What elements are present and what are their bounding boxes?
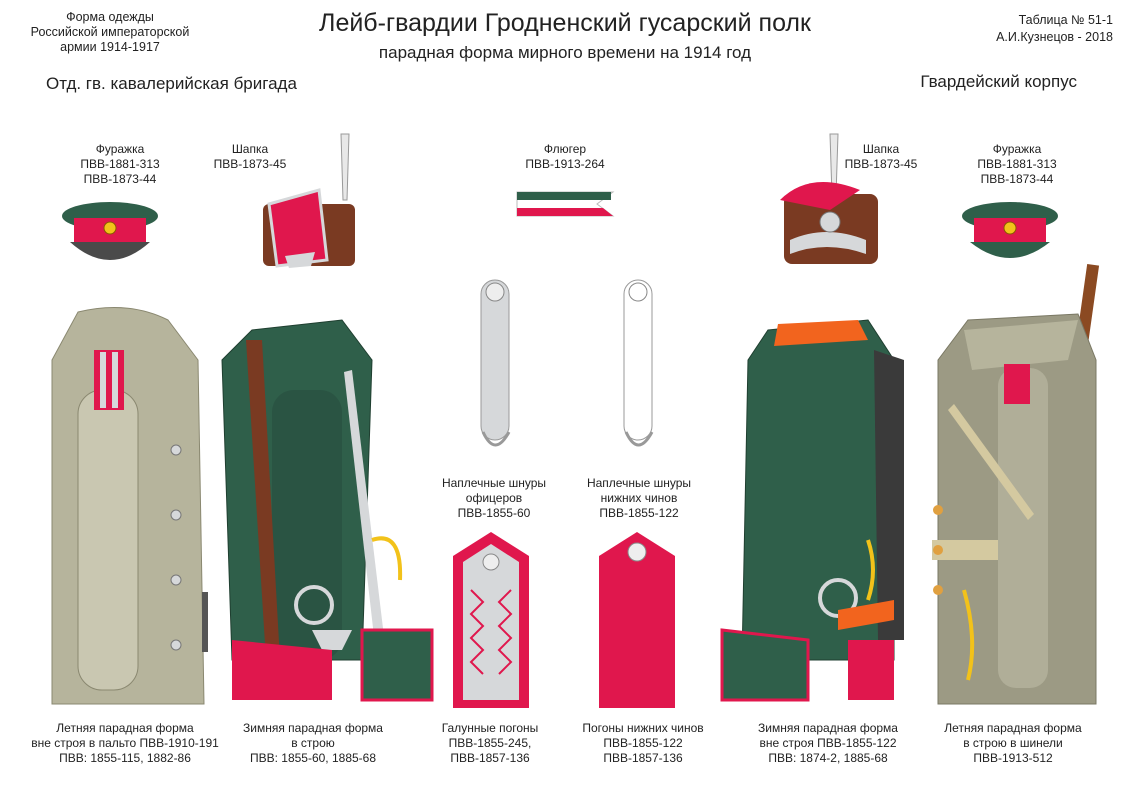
label-line: ПВВ-1881-313 [977, 157, 1057, 171]
label-line: Шапка [231, 142, 269, 156]
header-left-line: Форма одежды [66, 10, 154, 24]
caption-line: Зимняя парадная форма [758, 721, 898, 735]
peaked-cap-right-illustration [962, 202, 1058, 258]
winter-off-figure-illustration [720, 319, 904, 702]
label-line: ПВВ-1873-44 [83, 172, 157, 186]
caption-line: Летняя парадная форма [944, 721, 1082, 735]
caption-line: ПВВ-1857-136 [603, 751, 683, 765]
label-cap-left: Фуражка ПВВ-1881-313 ПВВ-1873-44 [45, 142, 195, 187]
caption-line: в строю в шинели [963, 736, 1063, 750]
label-cords-ranks: Наплечные шнуры нижних чинов ПВВ-1855-12… [564, 476, 714, 521]
caption-line: ПВВ: 1874-2, 1885-68 [768, 751, 888, 765]
caption-line: Галунные погоны [441, 721, 539, 735]
summer-coat-figure-illustration [51, 307, 208, 705]
label-line: ПВВ-1855-122 [599, 506, 679, 520]
label-cap-right: Фуражка ПВВ-1881-313 ПВВ-1873-44 [942, 142, 1092, 187]
label-shapka-right: Шапка ПВВ-1873-45 [806, 142, 956, 172]
label-line: ПВВ-1855-60 [457, 506, 531, 520]
caption-line: ПВВ-1857-136 [450, 751, 530, 765]
shoulder-cord-ranks-illustration [623, 279, 654, 447]
label-line: ПВВ-1881-313 [80, 157, 160, 171]
shoulder-board-officer-illustration [453, 532, 529, 708]
caption-line: ПВВ-1855-122 [603, 736, 683, 750]
label-line: ПВВ-1913-264 [525, 157, 605, 171]
busby-left-illustration [263, 133, 355, 268]
busby-right-illustration [780, 133, 878, 264]
header-left-line: Российской императорской [30, 25, 190, 39]
corps-label: Гвардейский корпус [920, 72, 1077, 91]
shoulder-cord-officer-illustration [480, 279, 511, 447]
pennant-illustration [516, 191, 615, 217]
header-right-block: Таблица № 51-1 А.И.Кузнецов - 2018 [913, 12, 1113, 46]
label-line: офицеров [465, 491, 523, 505]
label-line: ПВВ-1873-45 [844, 157, 918, 171]
label-line: Наплечные шнуры [586, 476, 692, 490]
label-line: Шапка [862, 142, 900, 156]
peaked-cap-left-illustration [62, 202, 158, 260]
page-title: Лейб-гвардии Гродненский гусарский полк [319, 9, 811, 37]
label-line: Фуражка [95, 142, 145, 156]
caption-line: ПВВ-1855-245, [448, 736, 532, 750]
page-subtitle: парадная форма мирного времени на 1914 г… [378, 43, 752, 62]
header-right-line: Таблица № 51-1 [1018, 13, 1113, 27]
caption-line: Летняя парадная форма [56, 721, 194, 735]
label-cords-officers: Наплечные шнуры офицеров ПВВ-1855-60 [419, 476, 569, 521]
label-line: Наплечные шнуры [441, 476, 547, 490]
caption-line: Зимняя парадная форма [243, 721, 383, 735]
label-line: Флюгер [543, 142, 587, 156]
summer-greatcoat-figure-illustration [932, 263, 1100, 705]
caption-line: ПВВ-1913-512 [973, 751, 1053, 765]
caption-winter-ranks: Зимняя парадная форма в строю ПВВ: 1855-… [218, 721, 408, 766]
caption-line: ПВВ: 1855-60, 1885-68 [249, 751, 377, 765]
caption-galloon-boards: Галунные погоны ПВВ-1855-245, ПВВ-1857-1… [415, 721, 565, 766]
header-left-line: армии 1914-1917 [60, 40, 160, 54]
caption-line: вне строя ПВВ-1855-122 [759, 736, 897, 750]
header-right-line: А.И.Кузнецов - 2018 [996, 30, 1113, 44]
label-line: ПВВ-1873-45 [213, 157, 287, 171]
label-line: ПВВ-1873-44 [980, 172, 1054, 186]
header-left-block: Форма одежды Российской императорской ар… [10, 10, 210, 55]
caption-line: вне строя в пальто ПВВ-1910-191 [31, 736, 219, 750]
caption-summer-coat: Летняя парадная форма вне строя в пальто… [30, 721, 220, 766]
label-flyuger: Флюгер ПВВ-1913-264 [490, 142, 640, 172]
label-line: нижних чинов [600, 491, 678, 505]
brigade-label: Отд. гв. кавалерийская бригада [46, 74, 297, 93]
caption-ranks-boards: Погоны нижних чинов ПВВ-1855-122 ПВВ-185… [568, 721, 718, 766]
caption-line: Погоны нижних чинов [582, 721, 704, 735]
caption-line: в строю [291, 736, 335, 750]
shoulder-board-ranks-illustration [599, 532, 675, 708]
caption-line: ПВВ: 1855-115, 1882-86 [59, 751, 191, 765]
label-shapka-left: Шапка ПВВ-1873-45 [175, 142, 325, 172]
winter-ranks-figure-illustration [221, 319, 434, 702]
label-line: Фуражка [992, 142, 1042, 156]
caption-summer-greatcoat: Летняя парадная форма в строю в шинели П… [918, 721, 1108, 766]
caption-winter-off: Зимняя парадная форма вне строя ПВВ-1855… [733, 721, 923, 766]
